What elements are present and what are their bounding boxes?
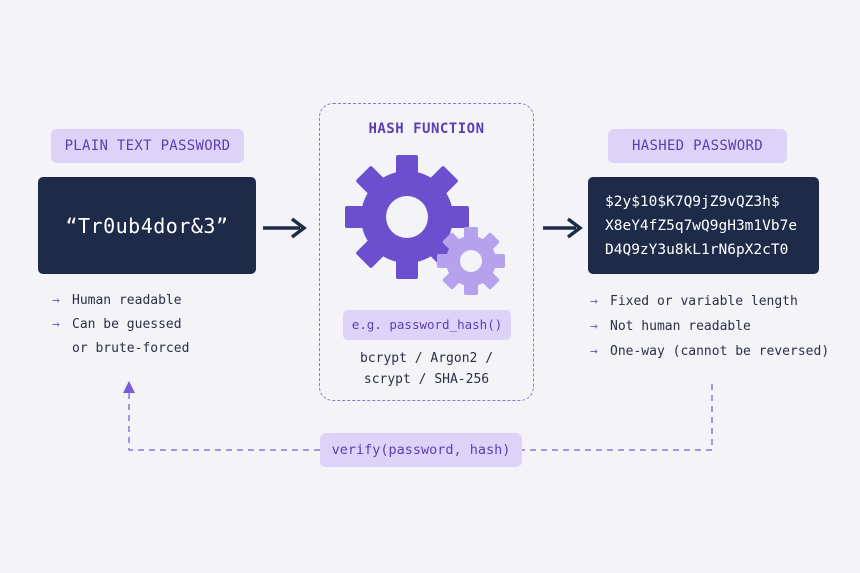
hash-function-title: HASH FUNCTION <box>368 121 485 137</box>
arrow-icon: → <box>590 319 598 334</box>
list-item: →One-way (cannot be reversed) <box>590 339 829 364</box>
hash-line: X8eY4fZ5q7wQ9gH3m1Vb7e <box>605 217 798 234</box>
hash-algorithms: bcrypt / Argon2 / scrypt / SHA-256 <box>359 351 494 387</box>
arrow-to-hash-icon <box>263 217 307 239</box>
verify-loop-path <box>128 384 713 451</box>
verify-badge: verify(password, hash) <box>320 433 522 467</box>
arrow-icon: → <box>52 317 60 332</box>
plain-text-tag: PLAIN TEXT PASSWORD <box>51 129 244 163</box>
small-gear-icon <box>437 227 505 295</box>
arrow-icon: → <box>52 293 60 308</box>
plain-password-panel: “Tr0ub4dor&3” <box>38 177 256 274</box>
verify-arrowhead-icon <box>123 381 135 393</box>
list-item-continuation: or brute-forced <box>72 341 190 356</box>
hash-line: D4Q9zY3u8kL1rN6pX2cT0 <box>605 241 789 258</box>
hashed-notes: →Fixed or variable length →Not human rea… <box>590 289 829 364</box>
arrow-to-hashed-icon <box>543 217 583 239</box>
list-item: →Not human readable <box>590 314 829 339</box>
gear-icon <box>345 155 469 279</box>
hashed-password-panel: $2y$10$K7Q9jZ9vQZ3h$ X8eY4fZ5q7wQ9gH3m1V… <box>588 177 819 274</box>
list-item: →Fixed or variable length <box>590 289 829 314</box>
plain-notes: →Human readable →Can be guessed or brute… <box>52 289 189 361</box>
arrow-icon: → <box>590 294 598 309</box>
arrow-icon: → <box>590 344 598 359</box>
hashed-tag: HASHED PASSWORD <box>608 129 787 163</box>
list-item: →Human readable <box>52 289 189 313</box>
list-item: →Can be guessed <box>52 313 189 337</box>
hash-example-badge: e.g. password_hash() <box>343 310 511 340</box>
hash-line: $2y$10$K7Q9jZ9vQZ3h$ <box>605 193 780 210</box>
hash-function-box <box>319 103 534 401</box>
